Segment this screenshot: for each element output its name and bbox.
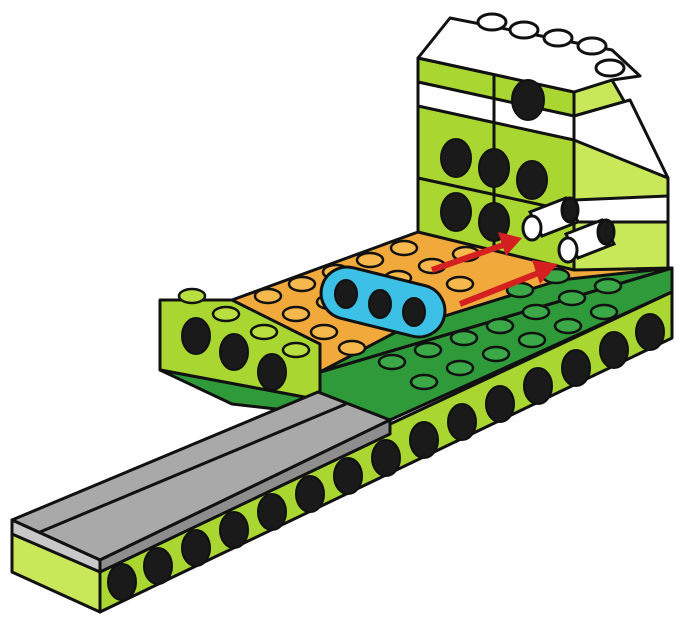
lego-assembly-icon <box>0 0 682 635</box>
assembly-diagram <box>0 0 682 635</box>
